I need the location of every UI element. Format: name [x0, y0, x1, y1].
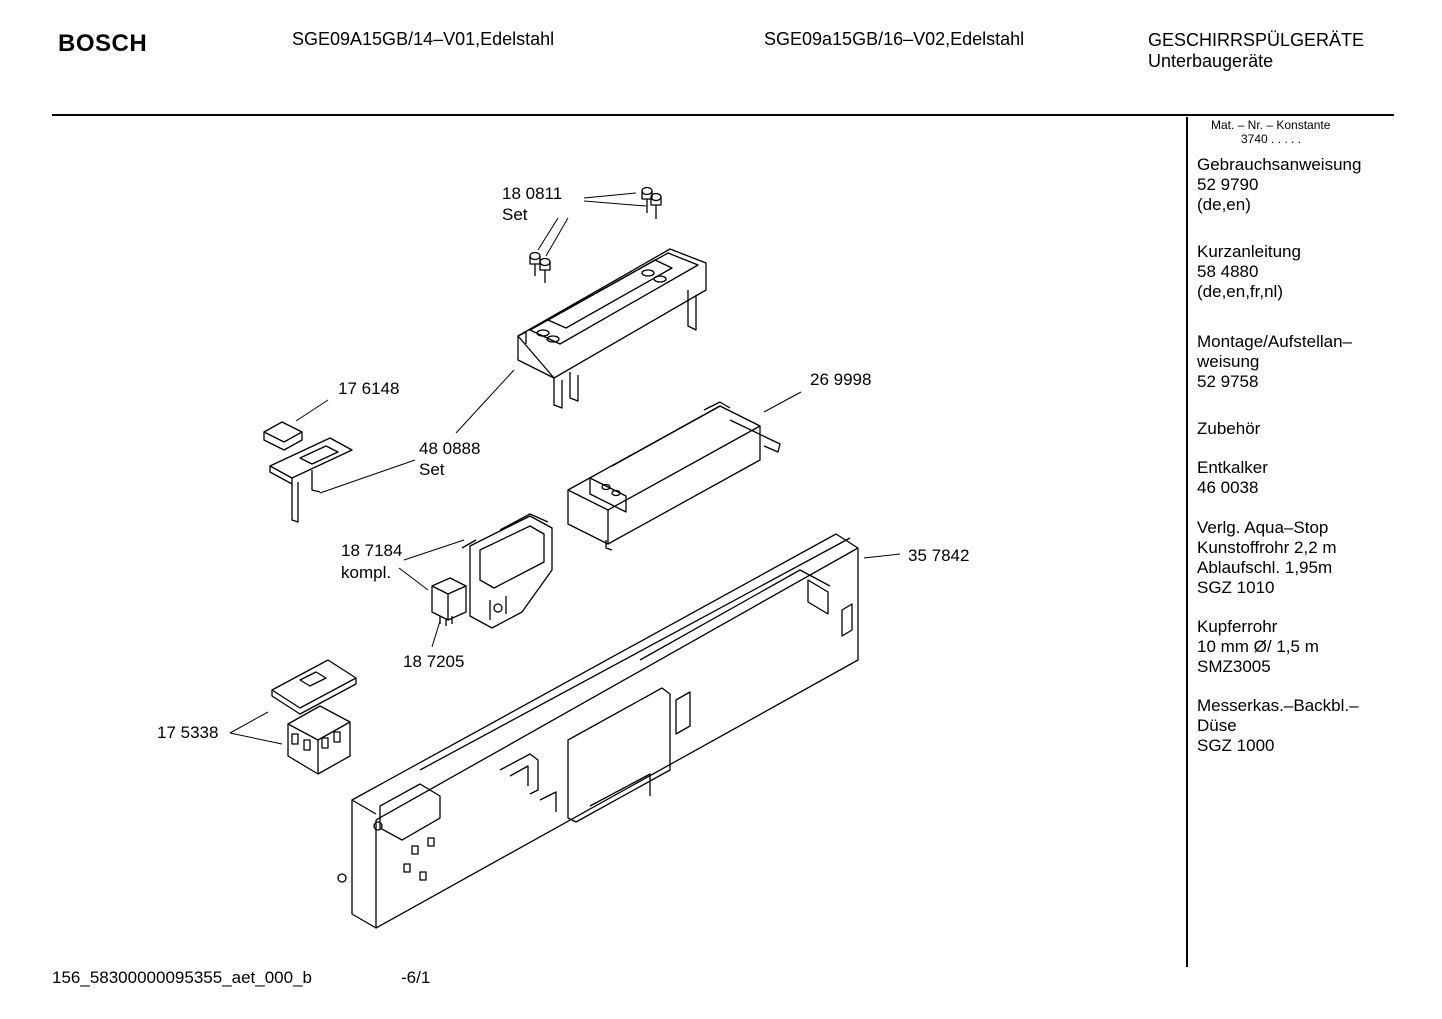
- sidebar-divider: [1186, 117, 1188, 967]
- part-label-187205: 18 7205: [403, 652, 464, 671]
- entry-line: (de,en,fr,nl): [1197, 282, 1283, 301]
- sidebar-entry-manual: Gebrauchsanweisung 52 9790 (de,en): [1197, 155, 1387, 215]
- sidebar-entry-accessories: Zubehör: [1197, 419, 1387, 439]
- product-category: GESCHIRRSPÜLGERÄTE Unterbaugeräte: [1148, 30, 1364, 72]
- header-divider: [52, 114, 1394, 116]
- sidebar-entry-aqua-stop: Verlg. Aqua–Stop Kunstoffrohr 2,2 m Abla…: [1197, 518, 1387, 598]
- electronic-module-part: [567, 401, 781, 551]
- entry-line: Montage/Aufstellan–: [1197, 332, 1352, 351]
- entry-line: Zubehör: [1197, 419, 1261, 438]
- material-number-title: Mat. – Nr. – Konstante: [1211, 118, 1331, 132]
- entry-line: SGZ 1010: [1197, 578, 1275, 597]
- entry-line: 52 9790: [1197, 175, 1259, 194]
- part-label-357842: 35 7842: [908, 546, 969, 565]
- entry-line: 58 4880: [1197, 262, 1259, 281]
- entry-line: weisung: [1197, 352, 1260, 371]
- door-lock-part: [271, 659, 357, 775]
- document-code: 156_58300000095355_aet_000_b: [52, 968, 312, 987]
- screw-pair-top-right: [641, 186, 662, 219]
- category-line-1: GESCHIRRSPÜLGERÄTE: [1148, 30, 1365, 50]
- material-number-value: 3740 . . . . .: [1241, 132, 1302, 146]
- top-housing-part: [517, 248, 707, 409]
- entry-line: Düse: [1197, 716, 1237, 735]
- page-number: -6/1: [401, 968, 431, 987]
- part-label-480888: 48 0888: [419, 439, 480, 458]
- entry-line: SMZ3005: [1197, 657, 1271, 676]
- material-number-block: Mat. – Nr. – Konstante 3740 . . . . .: [1197, 118, 1387, 146]
- sidebar-entry-descaler: Entkalker 46 0038: [1197, 458, 1387, 498]
- part-label-480888-sub: Set: [419, 460, 445, 479]
- screw-pair-left: [529, 251, 551, 283]
- leader-lines: [229, 192, 901, 745]
- entry-line: 46 0038: [1197, 478, 1259, 497]
- entry-line: Messerkas.–Backbl.–: [1197, 696, 1359, 715]
- entry-line: 10 mm Ø/ 1,5 m: [1197, 637, 1319, 656]
- accessories-sidebar: Mat. – Nr. – Konstante 3740 . . . . . Ge…: [1197, 118, 1387, 756]
- entry-line: Kunstoffrohr 2,2 m: [1197, 538, 1337, 557]
- sidebar-entry-copper-pipe: Kupferrohr 10 mm Ø/ 1,5 m SMZ3005: [1197, 617, 1387, 677]
- part-label-176148: 17 6148: [338, 379, 399, 398]
- sidebar-entry-quick-guide: Kurzanleitung 58 4880 (de,en,fr,nl): [1197, 242, 1387, 302]
- model-number-1: SGE09A15GB/14–V01,Edelstahl: [292, 29, 555, 49]
- entry-line: Entkalker: [1197, 458, 1268, 477]
- part-label-269998: 26 9998: [810, 370, 871, 389]
- part-label-180811-sub: Set: [502, 205, 528, 224]
- control-panel-part: [337, 533, 859, 929]
- entry-line: SGZ 1000: [1197, 736, 1275, 755]
- relay-part: [431, 577, 467, 626]
- part-label-187184-sub: kompl.: [341, 563, 391, 582]
- part-labels: 18 0811 Set 17 6148 48 0888 Set 26 9998 …: [157, 184, 969, 742]
- entry-line: Ablaufschl. 1,95m: [1197, 558, 1333, 577]
- entry-line: Kupferrohr: [1197, 617, 1278, 636]
- entry-line: Verlg. Aqua–Stop: [1197, 518, 1329, 537]
- sidebar-entry-nozzle: Messerkas.–Backbl.– Düse SGZ 1000: [1197, 696, 1387, 756]
- part-label-175338: 17 5338: [157, 723, 218, 742]
- category-line-2: Unterbaugeräte: [1148, 51, 1274, 71]
- model-number-2: SGE09a15GB/16–V02,Edelstahl: [764, 29, 1025, 49]
- bracket-part: [263, 421, 353, 523]
- part-label-180811: 18 0811: [502, 184, 562, 203]
- entry-line: 52 9758: [1197, 372, 1259, 391]
- brand-logo: BOSCH: [58, 30, 148, 57]
- sidebar-entry-installation: Montage/Aufstellan– weisung 52 9758: [1197, 332, 1387, 392]
- entry-line: Kurzanleitung: [1197, 242, 1301, 261]
- part-label-187184: 18 7184: [341, 541, 402, 560]
- entry-line: (de,en): [1197, 195, 1251, 214]
- switch-assembly-part: [461, 513, 553, 629]
- entry-line: Gebrauchsanweisung: [1197, 155, 1362, 174]
